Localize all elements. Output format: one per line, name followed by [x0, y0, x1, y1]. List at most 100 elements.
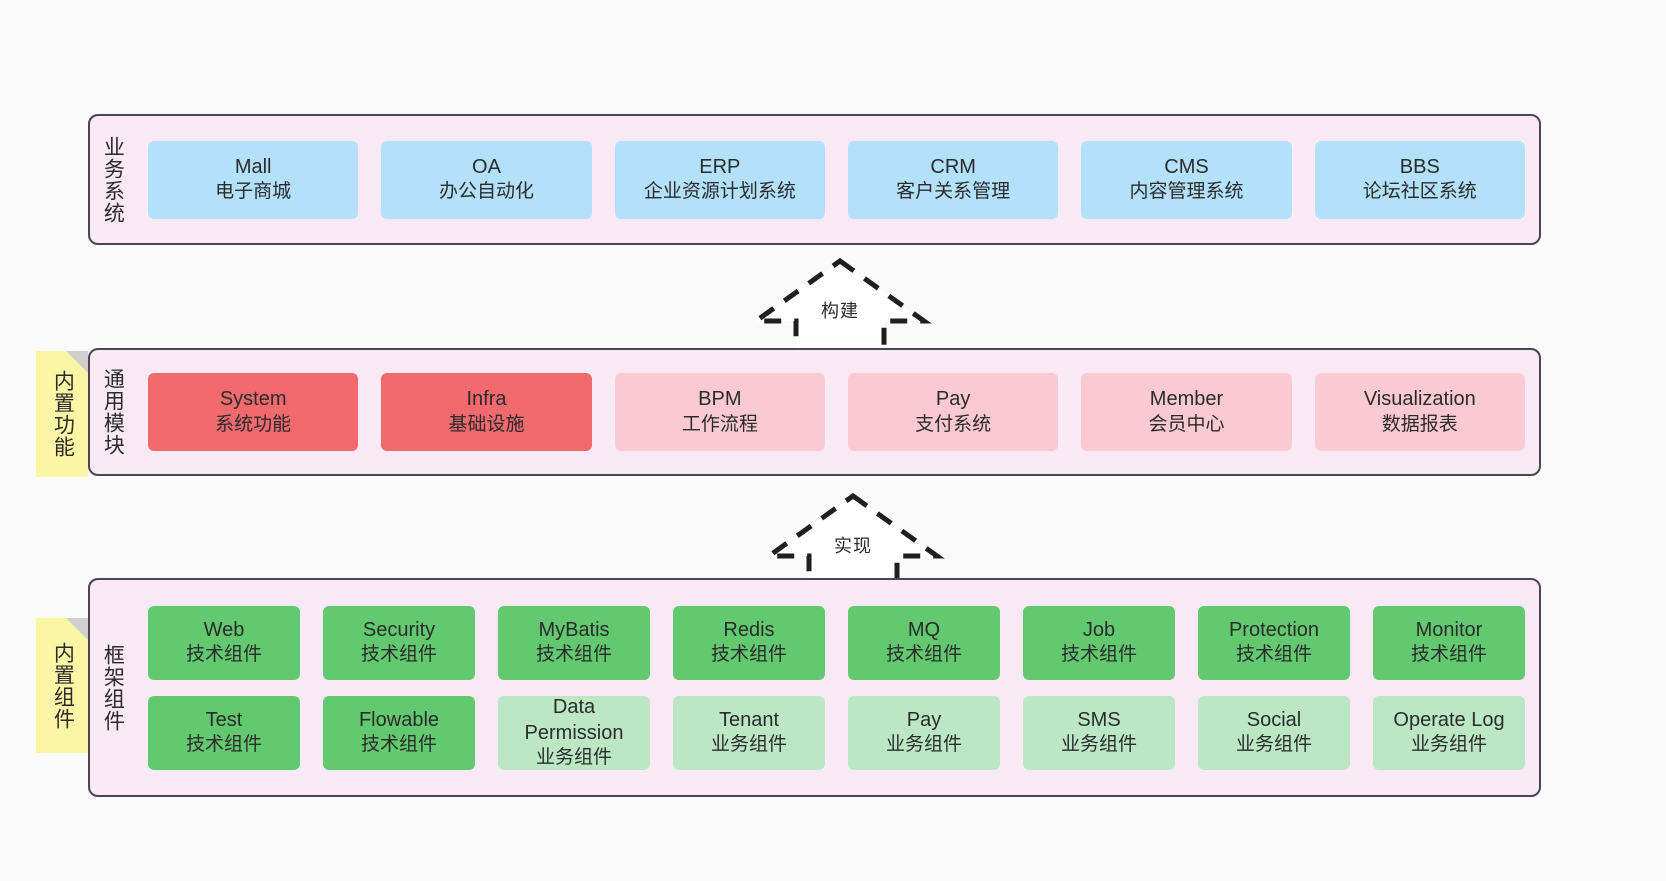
node-title-en: Member — [1149, 388, 1224, 411]
node-protection[interactable]: Protection 技术组件 — [1198, 605, 1350, 680]
layer-framework-components: 框架组件 Web 技术组件 Security 技术组件 MyBatis 技术组件… — [88, 578, 1541, 797]
node-row: Test 技术组件 Flowable 技术组件 Data Permission … — [148, 695, 1525, 770]
node-title-en: Flowable — [358, 708, 440, 731]
node-title-cn: 内容管理系统 — [1129, 181, 1244, 203]
node-mybatis[interactable]: MyBatis 技术组件 — [498, 605, 650, 680]
node-title-cn: 技术组件 — [360, 644, 437, 666]
node-title-cn: 客户关系管理 — [896, 181, 1011, 203]
node-visualization[interactable]: Visualization 数据报表 — [1314, 373, 1525, 451]
connector-label-implement: 实现 — [834, 536, 872, 556]
node-title-cn: 工作流程 — [681, 413, 758, 435]
connector-implement-arrow: 实现 — [761, 492, 945, 601]
node-title-en: CMS — [1164, 155, 1209, 178]
node-crm[interactable]: CRM 客户关系管理 — [847, 140, 1059, 219]
node-title-cn: 业务组件 — [1410, 734, 1487, 756]
node-bpm[interactable]: BPM 工作流程 — [614, 373, 825, 451]
node-title-en: Test — [205, 708, 243, 731]
node-pay-component[interactable]: Pay 业务组件 — [848, 695, 1000, 770]
node-member[interactable]: Member 会员中心 — [1081, 373, 1292, 451]
layer-body-framework: Web 技术组件 Security 技术组件 MyBatis 技术组件 Redi… — [134, 580, 1539, 795]
node-title-en: BPM — [698, 388, 742, 411]
node-system[interactable]: System 系统功能 — [148, 373, 359, 451]
node-test[interactable]: Test 技术组件 — [148, 695, 300, 770]
connector-label-build: 构建 — [821, 301, 859, 321]
node-social[interactable]: Social 业务组件 — [1198, 695, 1350, 770]
node-title-en: Monitor — [1415, 618, 1483, 641]
layer-body-common: System 系统功能 Infra 基础设施 BPM 工作流程 Pay 支付系统… — [134, 350, 1539, 474]
node-title-cn: 技术组件 — [1235, 644, 1312, 666]
node-title-cn: 技术组件 — [535, 644, 612, 666]
node-title-en: CRM — [930, 155, 976, 178]
node-title-en: Redis — [723, 618, 775, 641]
node-title-cn: 技术组件 — [1410, 644, 1487, 666]
node-title-en: MyBatis — [538, 618, 610, 641]
node-title-cn: 基础设施 — [448, 413, 525, 435]
node-title-cn: 业务组件 — [535, 746, 612, 768]
node-title-cn: 支付系统 — [915, 413, 992, 435]
node-title-en: Web — [203, 618, 245, 641]
node-title-en: Tenant — [718, 708, 780, 731]
node-monitor[interactable]: Monitor 技术组件 — [1373, 605, 1525, 680]
node-title-en: SMS — [1077, 708, 1121, 731]
node-redis[interactable]: Redis 技术组件 — [673, 605, 825, 680]
node-infra[interactable]: Infra 基础设施 — [381, 373, 592, 451]
node-row: Mall 电子商城 OA 办公自动化 ERP 企业资源计划系统 CRM 客户关系… — [148, 140, 1525, 219]
node-title-en: Protection — [1228, 618, 1320, 641]
node-row: System 系统功能 Infra 基础设施 BPM 工作流程 Pay 支付系统… — [148, 373, 1525, 451]
layer-title-framework: 框架组件 — [101, 643, 125, 732]
node-mq[interactable]: MQ 技术组件 — [848, 605, 1000, 680]
node-title-en: Job — [1082, 618, 1116, 641]
node-title-cn: 技术组件 — [185, 734, 262, 756]
layer-title-common: 通用模块 — [101, 368, 125, 456]
node-cms[interactable]: CMS 内容管理系统 — [1081, 140, 1292, 219]
node-pay-module[interactable]: Pay 支付系统 — [847, 373, 1059, 451]
node-title-en: Mall — [234, 155, 272, 178]
node-title-en: Social — [1246, 708, 1302, 731]
node-web[interactable]: Web 技术组件 — [148, 605, 300, 680]
node-data-permission[interactable]: Data Permission 业务组件 — [498, 695, 650, 770]
node-title-cn: 业务组件 — [710, 734, 787, 756]
node-title-en: Visualization — [1363, 388, 1476, 411]
node-oa[interactable]: OA 办公自动化 — [381, 140, 592, 219]
node-title-cn: 技术组件 — [1060, 644, 1137, 666]
layer-business-systems: 业务系统 Mall 电子商城 OA 办公自动化 ERP 企业资源计划系统 CRM… — [88, 114, 1541, 245]
node-sms[interactable]: SMS 业务组件 — [1023, 695, 1175, 770]
node-tenant[interactable]: Tenant 业务组件 — [673, 695, 825, 770]
node-operate-log[interactable]: Operate Log 业务组件 — [1373, 695, 1525, 770]
node-title-en: MQ — [907, 618, 941, 641]
node-title-cn: 技术组件 — [185, 644, 262, 666]
node-title-cn: 会员中心 — [1148, 413, 1225, 435]
layer-title-business: 业务系统 — [101, 135, 125, 224]
node-row: Web 技术组件 Security 技术组件 MyBatis 技术组件 Redi… — [148, 605, 1525, 680]
node-title-en: Pay — [906, 708, 942, 731]
node-bbs[interactable]: BBS 论坛社区系统 — [1314, 140, 1525, 219]
node-title-en: Security — [362, 618, 436, 641]
layer-body-business: Mall 电子商城 OA 办公自动化 ERP 企业资源计划系统 CRM 客户关系… — [134, 116, 1539, 243]
layer-common-modules: 通用模块 System 系统功能 Infra 基础设施 BPM 工作流程 Pay… — [88, 348, 1541, 476]
node-title-cn: 技术组件 — [885, 644, 962, 666]
node-title-en: Pay — [935, 388, 971, 411]
node-mall[interactable]: Mall 电子商城 — [148, 140, 359, 219]
node-title-cn: 系统功能 — [215, 413, 292, 435]
node-title-cn: 业务组件 — [1060, 734, 1137, 756]
dashed-up-arrow-icon — [761, 492, 945, 601]
node-title-cn: 企业资源计划系统 — [643, 181, 796, 203]
node-job[interactable]: Job 技术组件 — [1023, 605, 1175, 680]
sticky-note-builtin-components: 内置组件 — [36, 618, 88, 753]
sticky-note-builtin-features: 内置功能 — [36, 351, 88, 477]
node-title-cn: 电子商城 — [215, 181, 292, 203]
dashed-up-arrow-icon — [748, 257, 932, 366]
node-title-cn: 技术组件 — [360, 734, 437, 756]
node-title-cn: 数据报表 — [1381, 413, 1458, 435]
node-title-en: System — [219, 388, 287, 411]
node-erp[interactable]: ERP 企业资源计划系统 — [614, 140, 825, 219]
node-title-cn: 办公自动化 — [438, 181, 534, 203]
node-security[interactable]: Security 技术组件 — [323, 605, 475, 680]
node-title-en: ERP — [699, 155, 741, 178]
node-title-cn: 业务组件 — [885, 734, 962, 756]
node-title-en: Infra — [466, 388, 507, 411]
node-flowable[interactable]: Flowable 技术组件 — [323, 695, 475, 770]
node-title-cn: 论坛社区系统 — [1362, 181, 1477, 203]
node-title-en: OA — [472, 155, 501, 178]
node-title-cn: 业务组件 — [1235, 734, 1312, 756]
